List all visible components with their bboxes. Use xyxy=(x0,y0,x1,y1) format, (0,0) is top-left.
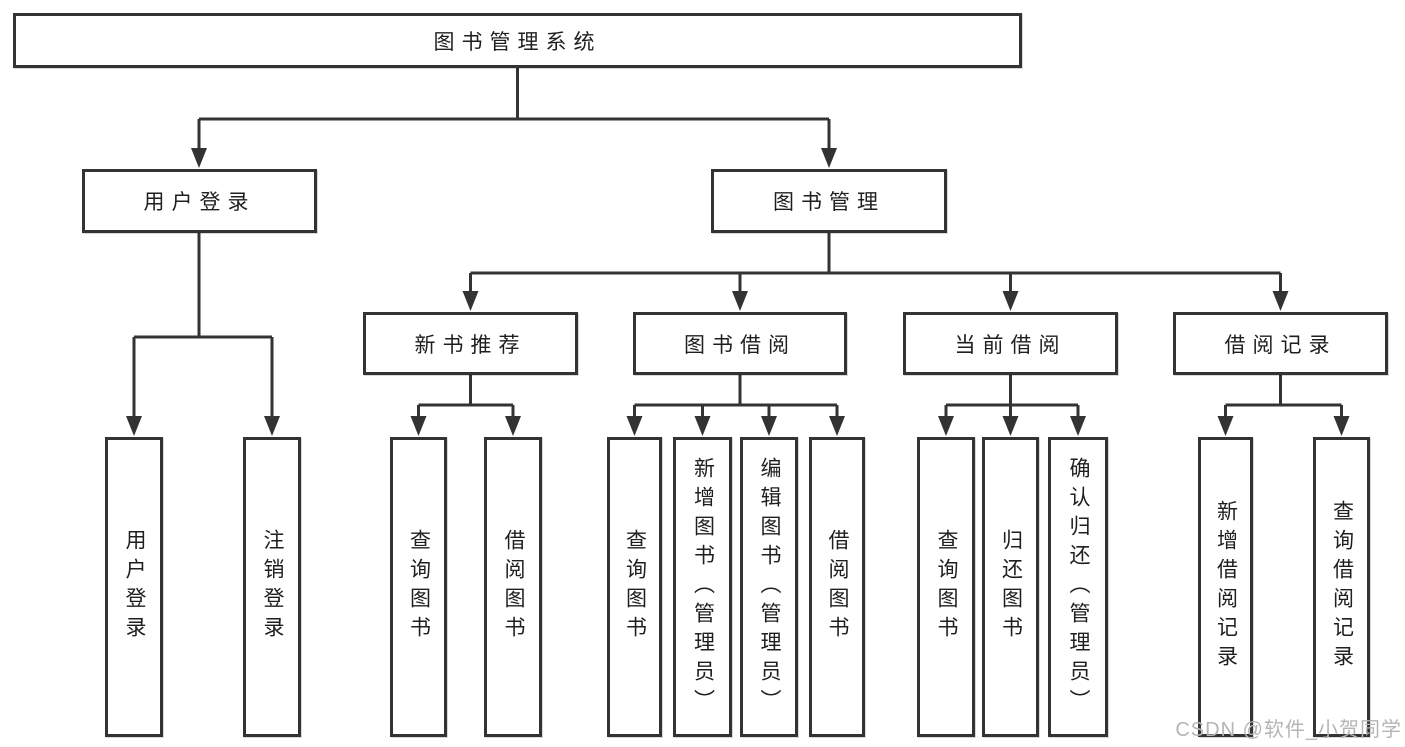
arrow-icon xyxy=(821,148,837,168)
node-current-confirm-return-admin: 确认归还（管理员） xyxy=(1048,437,1108,737)
node-recommend-query-book: 查询图书 xyxy=(390,437,447,737)
arrow-icon xyxy=(1070,416,1086,436)
arrow-icon xyxy=(694,416,711,436)
arrow-icon xyxy=(761,416,777,436)
node-borrow-query-book: 查询图书 xyxy=(607,437,662,737)
arrow-icon xyxy=(1002,291,1019,311)
arrow-icon xyxy=(1272,291,1289,311)
arrow-icon xyxy=(1217,416,1234,436)
arrow-icon xyxy=(626,416,643,436)
arrow-icon xyxy=(505,416,521,436)
arrow-icon xyxy=(829,416,845,436)
node-borrow-records: 借阅记录 xyxy=(1173,312,1388,375)
arrow-icon xyxy=(462,291,479,311)
node-records-query-record: 查询借阅记录 xyxy=(1313,437,1370,737)
node-book-management-system: 图书管理系统 xyxy=(13,13,1022,68)
node-current-borrow: 当前借阅 xyxy=(903,312,1118,375)
arrow-icon xyxy=(126,416,142,436)
arrow-icon xyxy=(264,416,280,436)
node-current-query-book: 查询图书 xyxy=(917,437,975,737)
node-user-login: 用户登录 xyxy=(82,169,317,233)
node-book-borrow: 图书借阅 xyxy=(633,312,847,375)
node-records-add-record: 新增借阅记录 xyxy=(1198,437,1253,737)
arrow-icon xyxy=(410,416,427,436)
node-borrow-edit-book-admin: 编辑图书（管理员） xyxy=(740,437,798,737)
arrow-icon xyxy=(732,291,748,311)
node-recommend-borrow-book: 借阅图书 xyxy=(484,437,542,737)
node-leaf-logout: 注销登录 xyxy=(243,437,301,737)
arrow-icon xyxy=(191,148,207,168)
node-book-management: 图书管理 xyxy=(711,169,947,233)
node-leaf-user-login: 用户登录 xyxy=(105,437,163,737)
node-new-book-recommend: 新书推荐 xyxy=(363,312,578,375)
node-borrow-borrow-book: 借阅图书 xyxy=(809,437,865,737)
arrow-icon xyxy=(938,416,954,436)
csdn-watermark: CSDN @软件_小贺同学 xyxy=(1175,719,1402,741)
node-current-return-book: 归还图书 xyxy=(982,437,1039,737)
arrow-icon xyxy=(1333,416,1350,436)
node-borrow-add-book-admin: 新增图书（管理员） xyxy=(673,437,732,737)
arrow-icon xyxy=(1002,416,1019,436)
